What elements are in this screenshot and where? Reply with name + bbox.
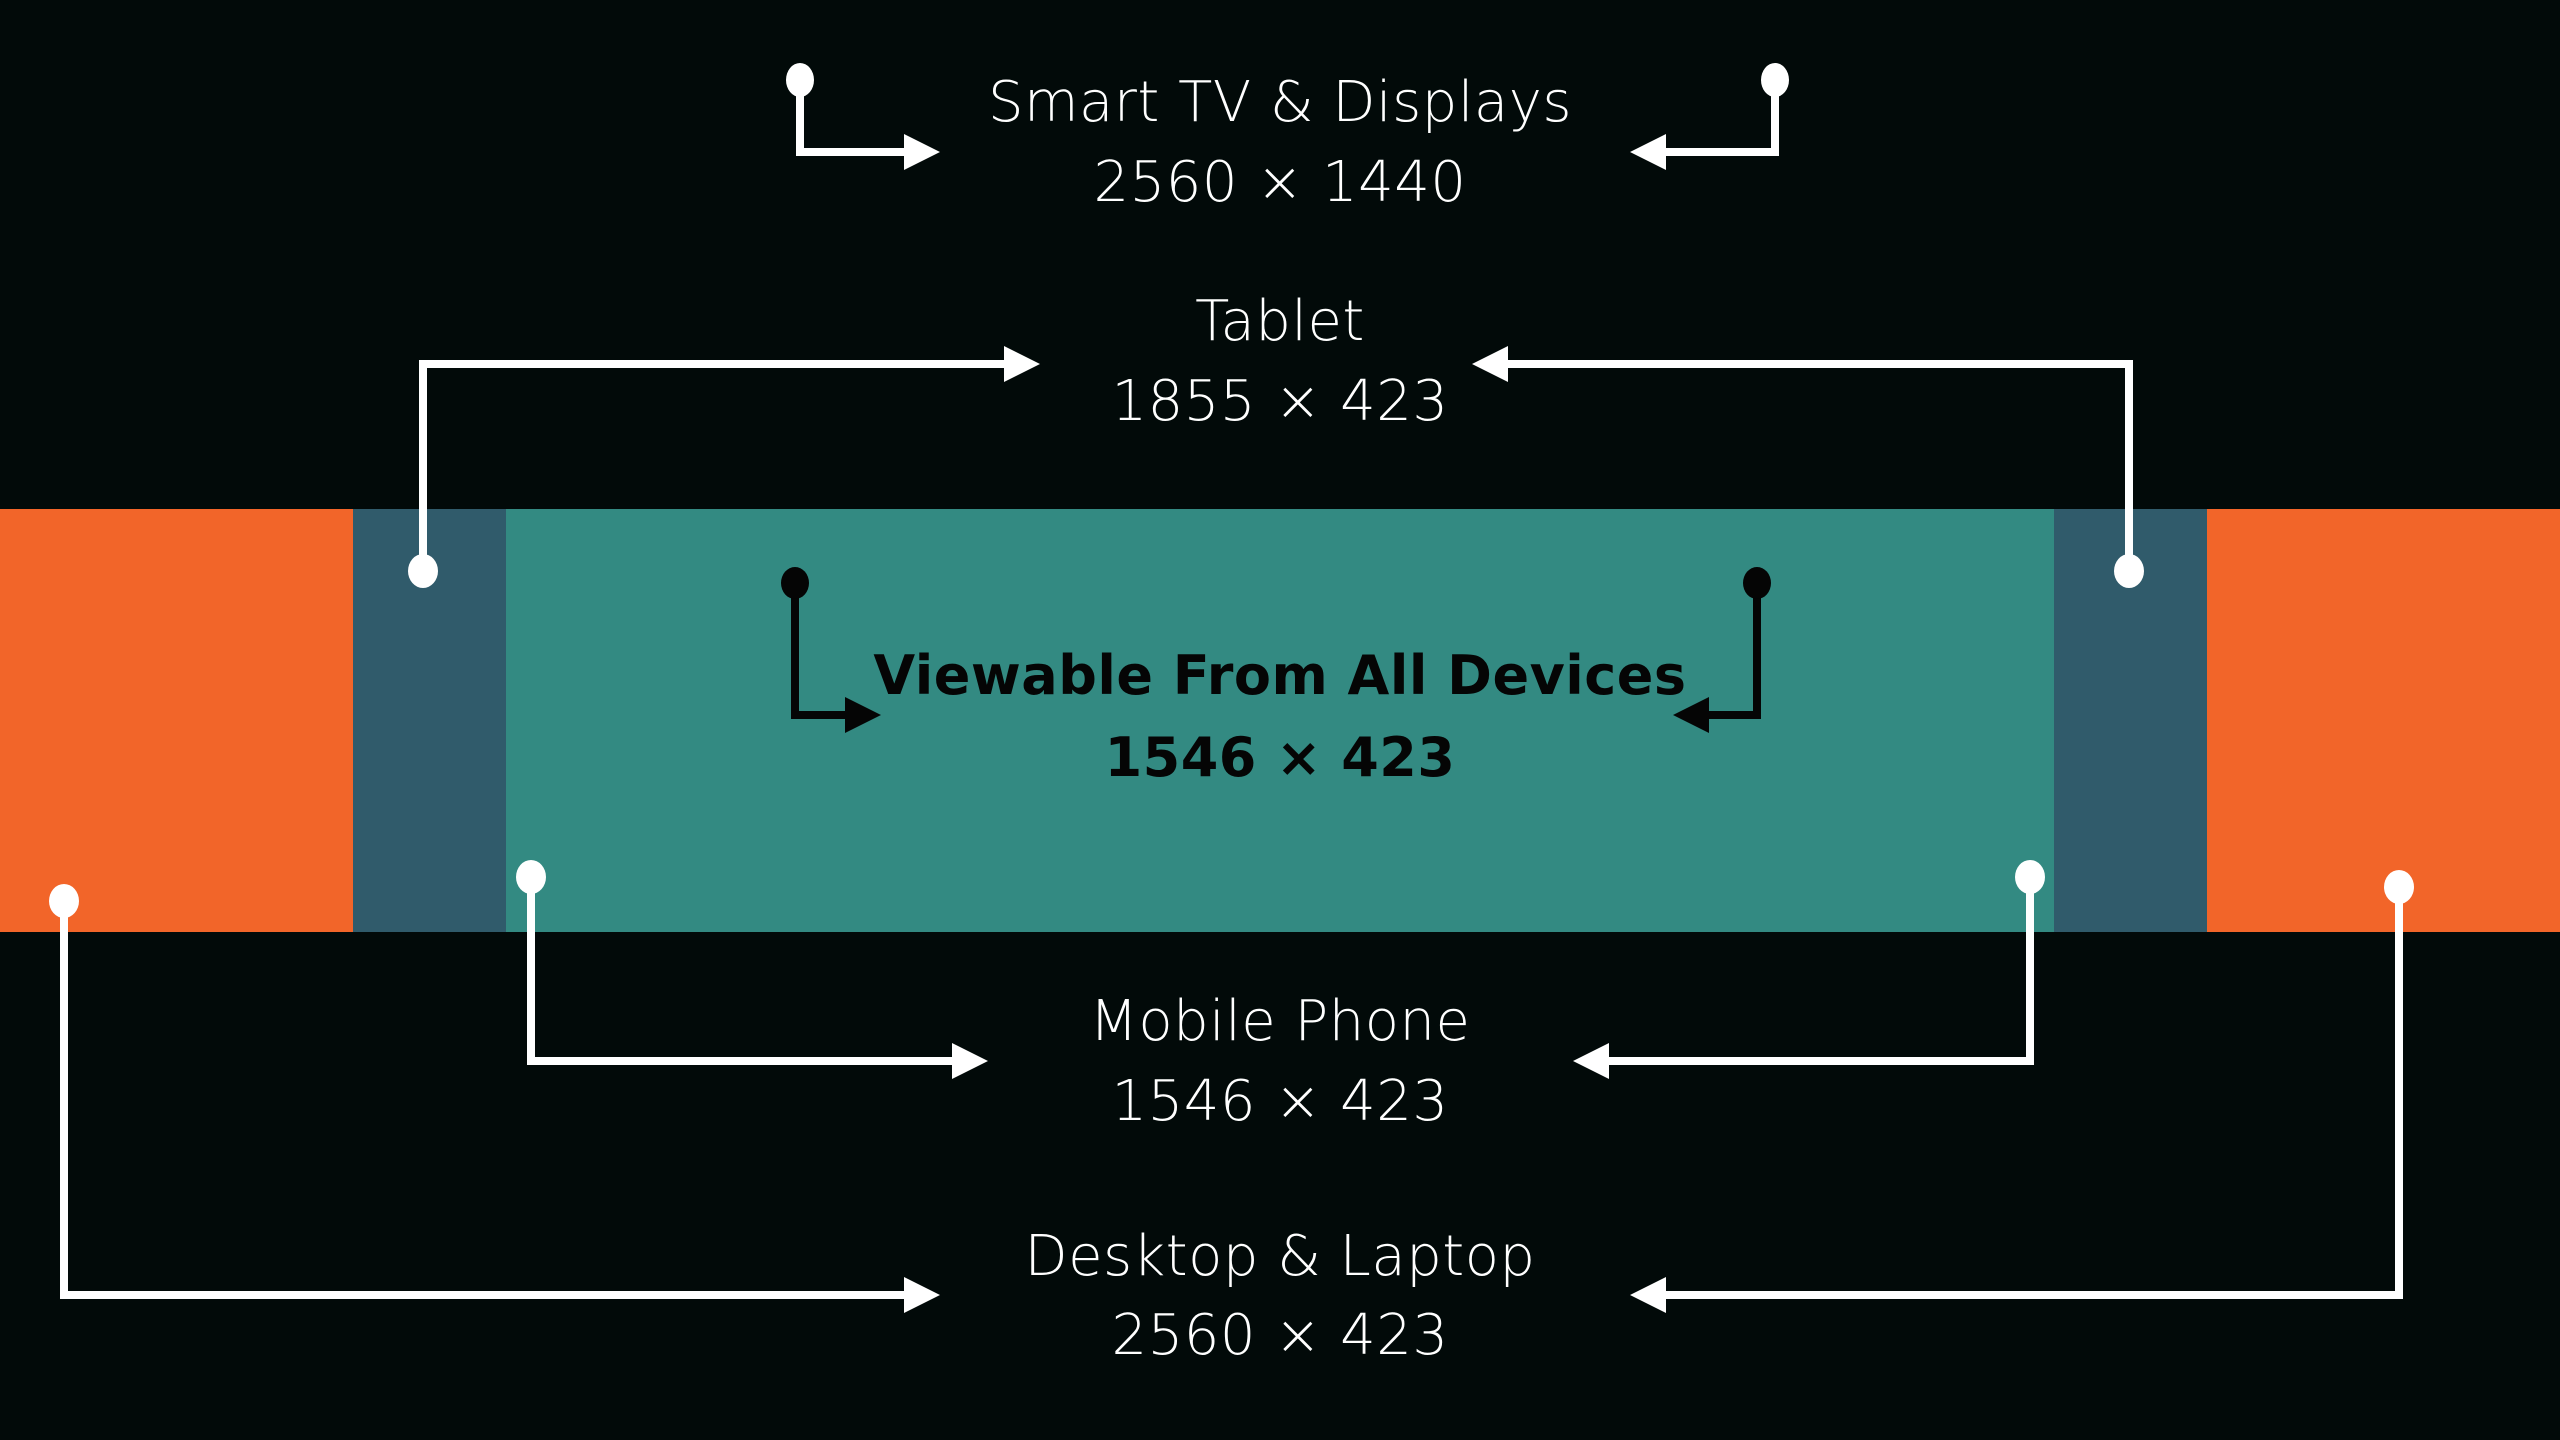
band-safe-area: [506, 509, 2054, 932]
dot-icon: [786, 63, 814, 97]
all-devices-connector-right: [1673, 567, 1771, 733]
tablet-title: Tablet: [1195, 289, 1365, 354]
smart-tv-title: Smart TV & Displays: [987, 70, 1573, 135]
dot-icon: [2114, 554, 2144, 588]
all-devices-size: 1546 × 423: [1104, 726, 1456, 789]
dot-icon: [1743, 567, 1771, 599]
tablet-connector-left: [408, 346, 1040, 588]
dot-icon: [49, 884, 79, 918]
dot-icon: [2015, 860, 2045, 894]
dot-icon: [781, 567, 809, 599]
tablet-connector-right: [1472, 346, 2144, 588]
band-desktop-left: [0, 509, 353, 932]
mobile-title: Mobile Phone: [1089, 989, 1471, 1054]
desktop-title: Desktop & Laptop: [1024, 1224, 1536, 1289]
mobile-size: 1546 × 423: [1111, 1069, 1449, 1134]
dot-icon: [516, 860, 546, 894]
all-devices-connector-left: [781, 567, 881, 733]
desktop-connector-left: [49, 884, 940, 1313]
dot-icon: [1761, 63, 1789, 97]
smart-tv-connector-right: [1630, 63, 1789, 170]
dot-icon: [2384, 870, 2414, 904]
all-devices-title: Viewable From All Devices: [873, 644, 1687, 707]
smart-tv-size: 2560 × 1440: [1093, 150, 1467, 215]
desktop-connector-right: [1630, 870, 2414, 1313]
band-desktop-right: [2207, 509, 2560, 932]
mobile-connector-left: [516, 860, 988, 1079]
desktop-size: 2560 × 423: [1111, 1303, 1449, 1368]
tablet-size: 1855 × 423: [1111, 369, 1449, 434]
smart-tv-connector-left: [786, 63, 940, 170]
mobile-connector-right: [1573, 860, 2045, 1079]
dot-icon: [408, 554, 438, 588]
